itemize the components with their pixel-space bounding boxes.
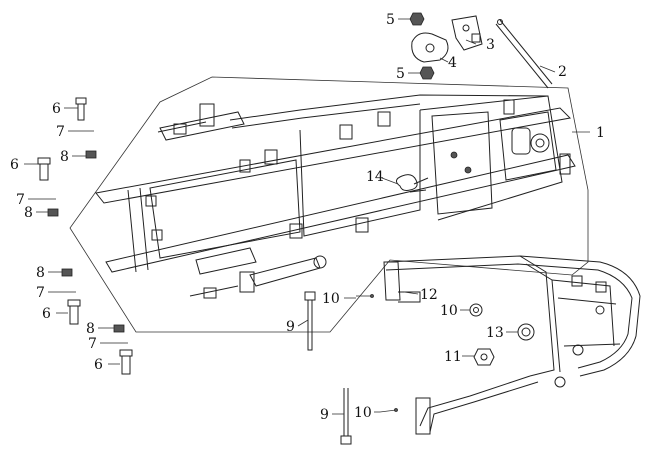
- callout-7-b: 7: [16, 192, 25, 208]
- frame-assembly-outline: [69, 76, 589, 333]
- callout-6-d: 6: [94, 357, 103, 373]
- bolt-part-6-c: [67, 299, 81, 325]
- callout-3: 3: [486, 37, 495, 53]
- callout-7-d: 7: [88, 336, 97, 352]
- callout-9-upper: 9: [286, 319, 295, 335]
- cable-part-2: [495, 19, 553, 89]
- rear-frame: [95, 94, 576, 293]
- callout-6-b: 6: [10, 157, 19, 173]
- callout-9-lower: 9: [320, 407, 329, 423]
- callout-labels: 1 2 3 4 5 5 6 6 6 6 7 7 7 7 8 8 8 8 9 9 …: [10, 12, 605, 423]
- callout-7-c: 7: [36, 285, 45, 301]
- bolt-part-9-lower: [340, 388, 398, 445]
- bolt-part-9-upper: [304, 291, 374, 351]
- callout-2: 2: [558, 64, 567, 80]
- callout-10-right: 10: [440, 303, 458, 319]
- callout-12: 12: [420, 287, 438, 303]
- callout-11: 11: [444, 349, 462, 365]
- callout-1: 1: [596, 125, 605, 141]
- callout-7-a: 7: [56, 124, 65, 140]
- bracket-part-12: [383, 261, 421, 303]
- callout-5-lower: 5: [396, 66, 405, 82]
- clip-part-14: [396, 174, 429, 193]
- callout-8-a: 8: [60, 149, 69, 165]
- latch-part-3: [451, 15, 483, 51]
- callout-10-upper: 10: [322, 291, 340, 307]
- nut-part-5-lower: [419, 66, 435, 80]
- washers-part-8: [47, 150, 125, 333]
- leader-lines: [24, 18, 590, 415]
- callout-5-upper: 5: [386, 12, 395, 28]
- pins-part-7: [42, 130, 128, 344]
- callout-13: 13: [486, 325, 504, 341]
- front-mount-studs: [157, 121, 239, 299]
- plate-part-4: [411, 32, 449, 63]
- bolt-part-6-b: [37, 157, 51, 181]
- bolt-part-6-d: [119, 349, 133, 375]
- callout-8-d: 8: [86, 321, 95, 337]
- bolt-part-6-a: [75, 97, 87, 121]
- callout-6-a: 6: [52, 101, 61, 117]
- callout-14: 14: [366, 169, 384, 185]
- rear-grab-rail: [385, 255, 641, 435]
- callout-6-c: 6: [42, 306, 51, 322]
- nut-part-11: [473, 348, 495, 366]
- washer-part-13: [517, 323, 535, 341]
- nut-part-5-upper: [409, 12, 425, 26]
- callout-8-c: 8: [36, 265, 45, 281]
- washer-part-10: [469, 303, 483, 317]
- callout-4: 4: [448, 55, 457, 71]
- callout-10-lower: 10: [354, 405, 372, 421]
- callout-8-b: 8: [24, 205, 33, 221]
